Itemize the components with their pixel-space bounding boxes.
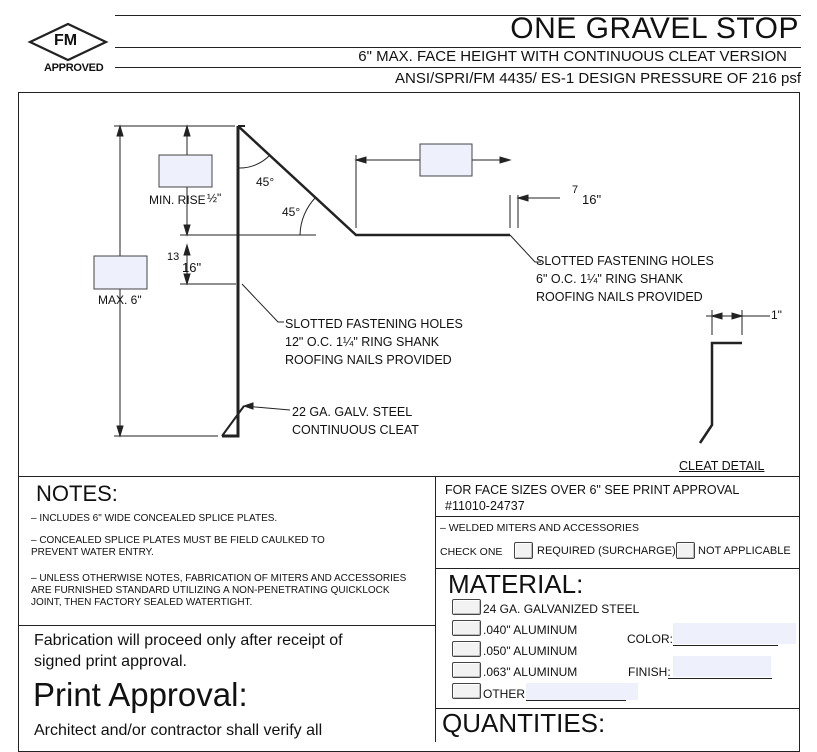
logo-subtext: APPROVED [44,62,104,74]
angle-mid-label: 45° [282,205,301,219]
material-other-label: OTHER [483,687,525,701]
fabrication-line-1: Fabrication will proceed only after rece… [34,632,343,649]
min-rise-label: MIN. RISE [149,193,206,207]
width-value-box[interactable] [420,144,472,176]
not-applicable-checkbox[interactable] [676,542,695,559]
material-063-checkbox[interactable] [452,662,481,678]
slot-left-note: SLOTTED FASTENING HOLES 12" O.C. 1¼" RIN… [285,317,463,367]
miters-label: – WELDED MITERS AND ACCESSORIES [440,522,639,534]
material-040-label: .040" ALUMINUM [483,623,578,637]
face-sizes-line-1: FOR FACE SIZES OVER 6" SEE PRINT APPROVA… [445,483,740,497]
material-other-field[interactable] [526,683,638,700]
finish-label: FINISH: [628,665,671,679]
not-applicable-label: NOT APPLICABLE [698,545,791,557]
material-galvanized-label: 24 GA. GALVANIZED STEEL [483,602,640,616]
note-3: – UNLESS OTHERWISE NOTES, FABRICATION OF… [31,573,407,584]
check-one-label: CHECK ONE [440,546,503,558]
material-050-label: .050" ALUMINUM [483,644,578,658]
material-050-checkbox[interactable] [452,641,481,657]
face-sizes-line-2: #11010-24737 [445,499,525,513]
quantities-heading: QUANTITIES: [442,708,606,738]
note-1: – INCLUDES 6" WIDE CONCEALED SPLICE PLAT… [31,513,278,524]
max-height-value-box[interactable] [94,256,147,289]
page-subtitle: 6" MAX. FACE HEIGHT WITH CONTINUOUS CLEA… [358,48,787,65]
fm-approved-logo: FM APPROVED [26,20,110,78]
color-label: COLOR: [627,632,674,646]
required-checkbox[interactable] [514,542,533,559]
material-other-checkbox[interactable] [452,683,481,699]
seven-label: 7 [572,184,579,196]
notes-heading: NOTES: [36,481,118,506]
gravel-stop-drawing [93,124,770,444]
cleat-note: 22 GA. GALV. STEEL CONTINUOUS CLEAT [292,405,419,437]
cleat-detail-label: CLEAT DETAIL [679,459,765,473]
note-2b: PREVENT WATER ENTRY. [31,547,154,558]
angle-top-label: 45° [256,175,275,189]
color-field[interactable] [673,623,796,644]
note-2: – CONCEALED SPLICE PLATES MUST BE FIELD … [31,535,325,546]
note-3c: JOINT, THEN FACTORY SEALED WATERTIGHT. [31,597,253,608]
finish-field[interactable] [673,656,771,677]
required-label: REQUIRED (SURCHARGE) [537,545,676,557]
one-inch-label: 1" [771,308,782,322]
material-063-label: .063" ALUMINUM [483,665,578,679]
note-3b: ARE FURNISHED STANDARD UTILIZING A NON-P… [31,585,390,596]
sixteen-b-label: 16" [582,192,602,207]
design-standard: ANSI/SPRI/FM 4435/ ES-1 DESIGN PRESSURE … [395,70,801,87]
min-rise-half: ½" [207,191,222,205]
logo-text: FM [54,32,78,49]
max-height-label: MAX. 6" [98,293,142,307]
print-approval-heading: Print Approval: [33,676,248,713]
min-rise-value-box[interactable] [159,155,212,187]
sixteen-label: 16" [182,260,202,275]
slot-right-note: SLOTTED FASTENING HOLES 6" O.C. 1¼" RING… [536,254,714,304]
page-title: ONE GRAVEL STOP [510,12,799,45]
fabrication-line-2: signed print approval. [34,653,187,670]
material-040-checkbox[interactable] [452,620,481,636]
material-heading: MATERIAL: [448,569,584,599]
material-galvanized-checkbox[interactable] [452,599,481,615]
thirteen-label: 13 [167,251,180,263]
print-approval-text: Architect and/or contractor shall verify… [34,722,323,739]
